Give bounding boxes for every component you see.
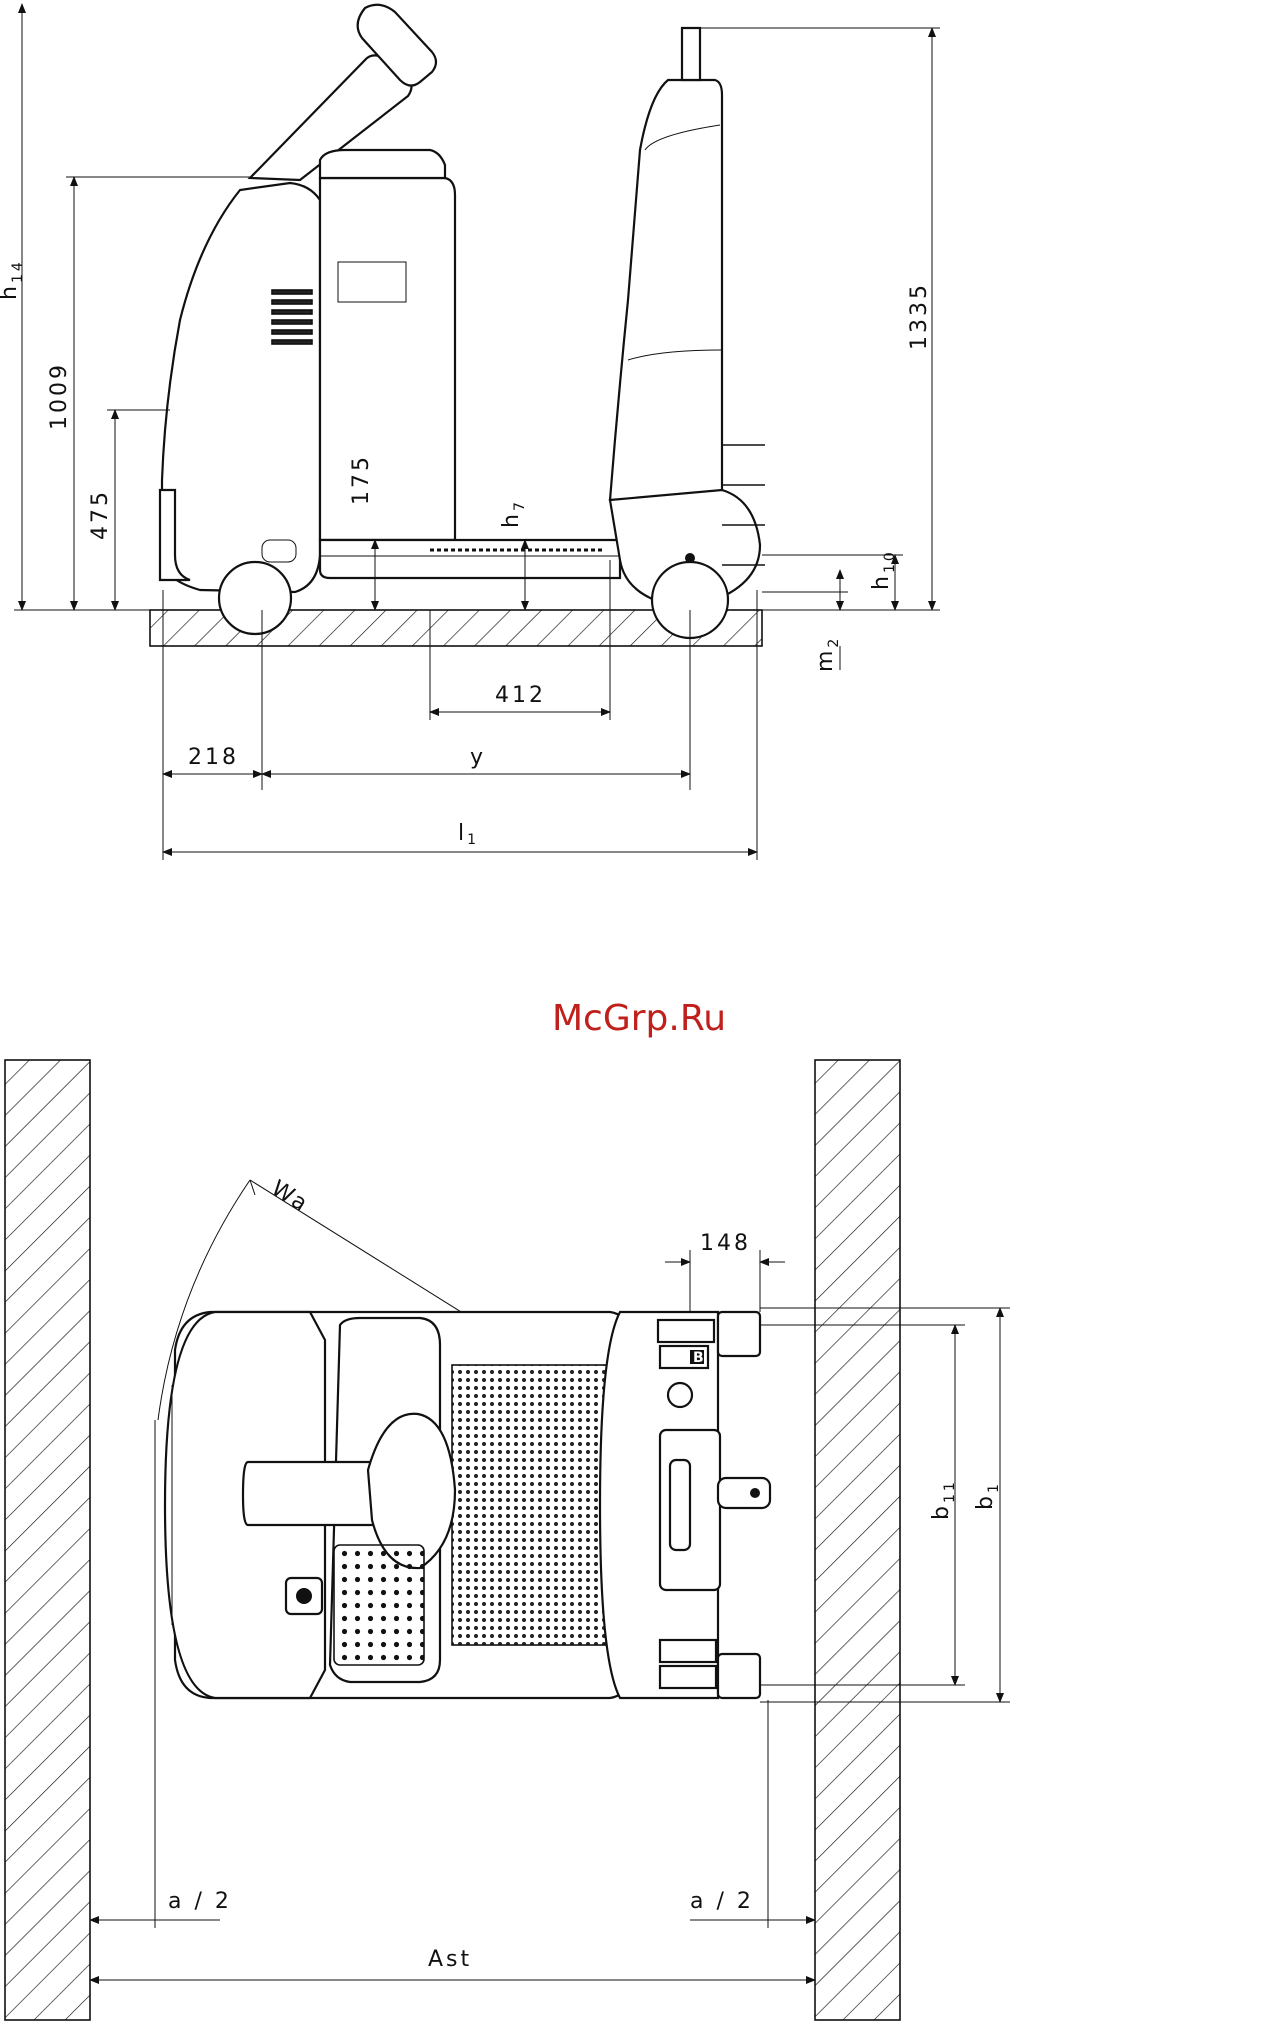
- aisle-wall-left: [5, 1060, 90, 2020]
- floor-plate: [452, 1365, 610, 1645]
- truck-side-body: [160, 5, 765, 638]
- dim-m2: m2: [813, 636, 842, 672]
- dim-1335: 1335: [907, 282, 932, 350]
- dim-y: y: [470, 745, 486, 770]
- top-view: Wa B: [5, 1060, 1010, 2020]
- dim-b1: b1: [973, 1481, 1002, 1510]
- dim-b11: b11: [929, 1479, 958, 1520]
- aisle-wall-right: [815, 1060, 900, 2020]
- watermark: McGrp.Ru: [552, 998, 726, 1039]
- foot-pedal: [334, 1545, 424, 1665]
- truck-top-body: B: [165, 1312, 770, 1698]
- dim-h7: h7: [499, 499, 528, 528]
- dim-a2-right: a / 2: [690, 1889, 754, 1914]
- dim-218: 218: [188, 745, 239, 770]
- dim-148: 148: [700, 1231, 751, 1256]
- dim-175: 175: [349, 454, 374, 505]
- side-view: h14 1009 475 175 h7 1335 h10: [0, 4, 940, 860]
- dim-ast: Ast: [428, 1947, 472, 1972]
- side-dimensions: h14 1009 475 175 h7 1335 h10: [0, 4, 940, 860]
- dim-475: 475: [88, 489, 113, 540]
- dim-a2-left: a / 2: [168, 1889, 232, 1914]
- dim-412: 412: [495, 683, 546, 708]
- dim-l1: l1: [458, 821, 479, 848]
- dim-wa: Wa: [267, 1176, 314, 1218]
- badge-b: B: [693, 1350, 704, 1366]
- dim-1009: 1009: [47, 362, 72, 430]
